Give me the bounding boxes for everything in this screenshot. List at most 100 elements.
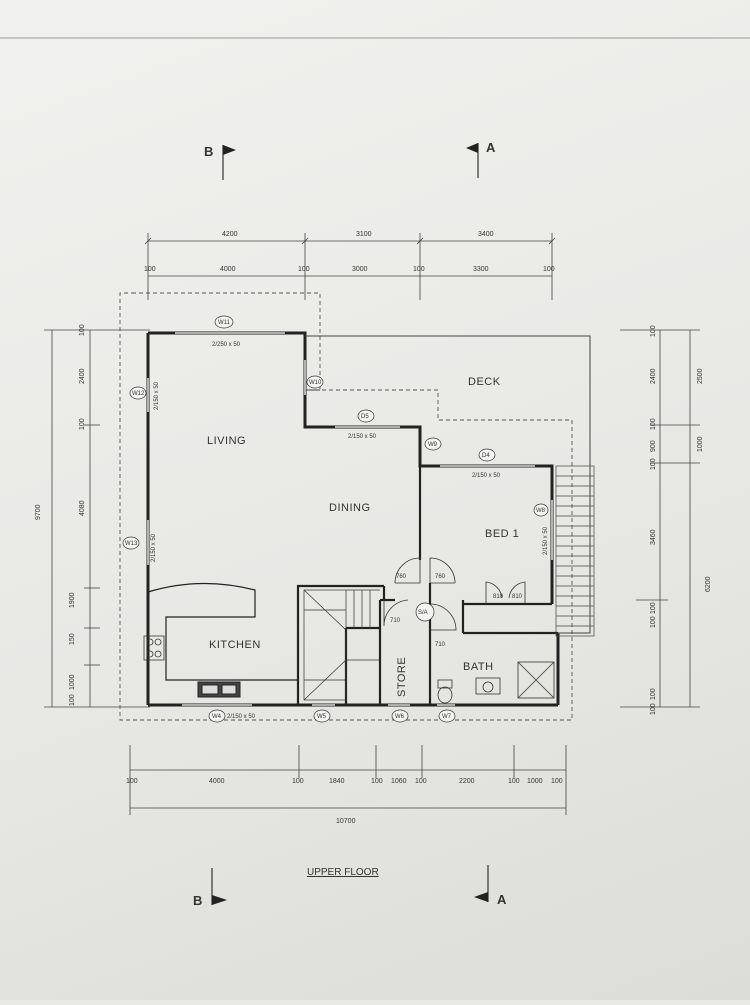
- smoke-alarm-tag: S/A: [418, 610, 428, 616]
- dim-right-3: 100: [650, 418, 657, 430]
- window-w7-tag: W7: [442, 714, 452, 720]
- dim-top-inner-4: 3000: [352, 266, 368, 273]
- section-marker-b-top: B: [204, 144, 236, 180]
- dim-left-6: 150: [69, 633, 76, 645]
- window-w8-tag: W8: [536, 508, 546, 514]
- section-marker-a-bottom: A: [474, 865, 507, 907]
- basin-icon: [475, 677, 501, 695]
- window-w11-tag: W11: [218, 320, 231, 326]
- window-w11-size: 2/250 x 50: [212, 342, 241, 348]
- window-w12-tag: W12: [132, 391, 145, 397]
- dim-top-inner-5: 100: [413, 266, 425, 273]
- dim-left-4: 4080: [79, 500, 86, 516]
- window-w10-tag: W10: [309, 380, 322, 386]
- dim-bottom-11: 100: [551, 778, 563, 785]
- dim-left-3: 100: [79, 418, 86, 430]
- window-w12-size: 2/150 x 50: [154, 381, 160, 410]
- room-dining: DINING: [329, 502, 371, 514]
- cooktop-icon: [143, 635, 165, 661]
- dim-top-outer-2: 3100: [356, 231, 372, 238]
- deck-outline: [305, 335, 591, 634]
- section-label: B: [193, 893, 202, 908]
- dim-top-inner-7: 100: [543, 266, 555, 273]
- toilet-icon: [437, 679, 453, 704]
- dim-left-7: 1000: [69, 674, 76, 690]
- dim-bottom-10: 1000: [527, 778, 543, 785]
- room-kitchen: KITCHEN: [209, 639, 261, 651]
- door-810-right: 810: [512, 594, 523, 600]
- dim-bottom-total: 10700: [336, 818, 356, 825]
- dim-right-2: 2400: [650, 368, 657, 384]
- door-d5-tag: D5: [361, 414, 369, 420]
- dim-right-outer-3: 6200: [705, 576, 712, 592]
- door-710-store: 710: [390, 618, 401, 624]
- kitchen-sink-icon: [197, 681, 241, 698]
- stair-external: [555, 465, 595, 637]
- dim-left-8: 100: [69, 694, 76, 706]
- bottom-dimension-lines: [129, 745, 567, 815]
- dim-right-7: 100: [650, 602, 657, 614]
- top-dimension-outer: [144, 233, 556, 300]
- dim-left-total: 9700: [35, 504, 42, 520]
- dim-right-10: 100: [650, 703, 657, 715]
- door-760-right: 760: [435, 574, 446, 580]
- dim-top-outer-3: 3400: [478, 231, 494, 238]
- window-glazing: [147, 332, 553, 706]
- window-w13-size: 2/150 x 50: [151, 533, 157, 562]
- door-760-left: 760: [396, 574, 407, 580]
- room-bath: BATH: [463, 661, 494, 673]
- dim-bottom-3: 100: [292, 778, 304, 785]
- dim-bottom-2: 4000: [209, 778, 225, 785]
- stair-internal: [303, 589, 380, 701]
- dim-bottom-1: 100: [126, 778, 138, 785]
- dim-bottom-9: 100: [508, 778, 520, 785]
- dim-left-5: 1900: [69, 592, 76, 608]
- window-w13-tag: W13: [125, 541, 138, 547]
- window-w6-tag: W6: [395, 714, 405, 720]
- dim-top-inner-3: 100: [298, 266, 310, 273]
- door-swings: [383, 557, 526, 631]
- dim-right-9: 100: [650, 688, 657, 700]
- dim-top-inner-1: 100: [144, 266, 156, 273]
- dim-top-inner-2: 4000: [220, 266, 236, 273]
- dim-right-outer-1: 2500: [697, 368, 704, 384]
- drawing-title: UPPER FLOOR: [307, 867, 379, 878]
- left-dimension-lines: [44, 329, 150, 708]
- dim-bottom-7: 100: [415, 778, 427, 785]
- window-w8-size: 2/150 x 50: [543, 526, 549, 555]
- dim-left-2: 2400: [79, 368, 86, 384]
- shower-icon: [517, 661, 555, 699]
- dim-bottom-4: 1840: [329, 778, 345, 785]
- room-bed1: BED 1: [485, 528, 519, 540]
- dim-bottom-5: 100: [371, 778, 383, 785]
- section-marker-b-bottom: B: [193, 868, 227, 908]
- dim-left-1: 100: [79, 324, 86, 336]
- dim-top-inner-6: 3300: [473, 266, 489, 273]
- door-d4-tag: D4: [482, 453, 490, 459]
- dim-right-8: 100: [650, 616, 657, 628]
- section-label: A: [497, 892, 507, 907]
- room-store: STORE: [396, 657, 408, 697]
- room-living: LIVING: [207, 435, 246, 447]
- door-810-left: 810: [493, 594, 504, 600]
- section-label: A: [486, 140, 496, 155]
- door-d4-size: 2/150 x 50: [472, 473, 501, 479]
- dim-right-outer-2: 1000: [697, 436, 704, 452]
- window-w9-tag: W9: [428, 442, 438, 448]
- dim-top-outer-1: 4200: [222, 231, 238, 238]
- dim-bottom-8: 2200: [459, 778, 475, 785]
- door-710-bath: 710: [435, 642, 446, 648]
- dim-right-5: 100: [650, 458, 657, 470]
- dim-right-6: 3460: [650, 529, 657, 545]
- window-w4-tag: W4: [212, 714, 222, 720]
- dim-right-1: 100: [650, 325, 657, 337]
- window-w5-tag: W5: [317, 714, 327, 720]
- window-w4-size: 2/150 x 50: [227, 714, 256, 720]
- dim-bottom-6: 1060: [391, 778, 407, 785]
- window-tag-ovals: [122, 315, 549, 723]
- right-dimension-lines: [620, 329, 700, 708]
- section-marker-a-top: A: [466, 140, 496, 178]
- kitchen-bench: [147, 582, 298, 681]
